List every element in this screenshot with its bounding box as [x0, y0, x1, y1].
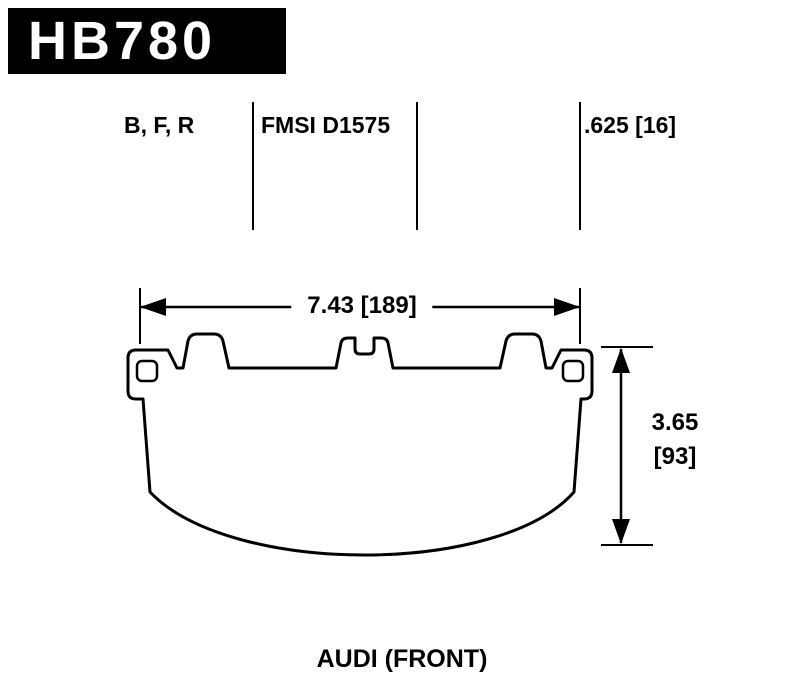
width-dimension-label: 7.43 [189]	[291, 292, 433, 320]
fmsi-number: FMSI D1575	[261, 112, 391, 138]
part-number-box: HB780	[8, 8, 286, 74]
height-extension-lines	[601, 346, 653, 546]
arrow-right-icon	[554, 298, 580, 316]
compound-codes: B, F, R	[124, 112, 195, 138]
height-value-mm: [93]	[653, 443, 697, 470]
part-number: HB780	[28, 11, 217, 71]
pad-thickness: .625 [16]	[584, 112, 677, 138]
arrow-down-icon	[612, 519, 630, 544]
right-ear-hole	[561, 359, 585, 383]
left-ear-hole	[135, 359, 159, 383]
width-extension-lines	[139, 288, 581, 344]
height-dimension-line	[612, 348, 630, 544]
brake-pad-outline	[126, 332, 594, 557]
separator-line-1	[252, 102, 254, 230]
arrow-left-icon	[140, 298, 166, 316]
height-dimension-label: 3.65 [93]	[636, 406, 714, 474]
arrow-up-icon	[612, 348, 630, 373]
application-label: AUDI (FRONT)	[316, 645, 488, 673]
separator-line-2	[416, 102, 418, 230]
separator-line-3	[579, 102, 581, 230]
height-value-inches: 3.65	[651, 409, 699, 436]
